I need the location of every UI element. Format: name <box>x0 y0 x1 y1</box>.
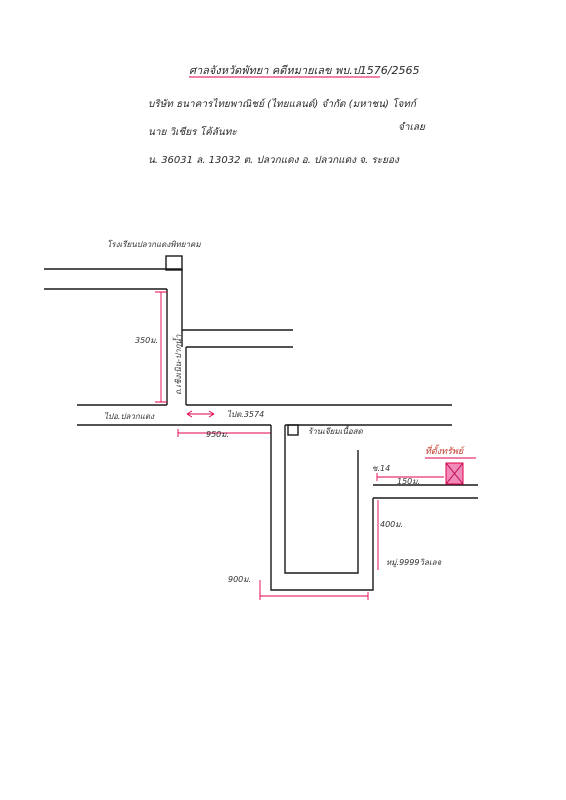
to-route-label: ไปต.3574 <box>227 409 264 419</box>
to-pluakdaeng-label: ไปอ.ปลวกแดง <box>104 411 155 421</box>
property-label: ที่ตั้งทรัพย์ <box>425 444 465 457</box>
plaintiff-line: บริษัท ธนาคารไทยพาณิชย์ (ไทยแลนด์) จำกัด… <box>148 99 416 110</box>
property-cross-icon <box>445 462 464 485</box>
deed-line: น. 36031 ล. 13032 ต. ปลวกแดง อ. ปลวกแดง … <box>148 155 399 166</box>
dim-950-line <box>177 429 271 437</box>
road-vertical-label: ถ.เชิงเนิน-ปากน้ำ <box>172 334 183 395</box>
dist-950-label: 950ม. <box>206 430 229 439</box>
dist-400-label: 400ม. <box>380 520 403 529</box>
direction-arrow <box>186 410 215 418</box>
dim-350-ticks <box>155 291 167 403</box>
shop-label: ร้านเจียมเนื้อสด <box>308 425 364 436</box>
dist-150-label: 150ม. <box>397 477 420 486</box>
shop-marker <box>287 424 299 436</box>
school-label: โรงเรียนปลวกแดงพิทยาคม <box>107 239 201 249</box>
village-label: หมู่.9999วิลเลจ <box>386 558 441 568</box>
defendant-line: นาย วิเชียร โค้ลันทะ <box>148 127 237 138</box>
road-right-upper <box>181 269 293 331</box>
road-down-outer <box>270 425 374 591</box>
school-marker <box>165 255 183 271</box>
defendant-role: จำเลย <box>398 122 425 133</box>
road-down-inner <box>284 425 359 574</box>
dist-900-label: 900ม. <box>228 575 251 584</box>
page-title: ศาลจังหวัดพัทยา คดีหมายเลข พบ.ป1576/2565 <box>189 64 420 77</box>
soi-label: ซ.14 <box>372 464 390 473</box>
dist-350-label: 350ม. <box>135 336 158 345</box>
dim-900-line <box>259 592 369 600</box>
